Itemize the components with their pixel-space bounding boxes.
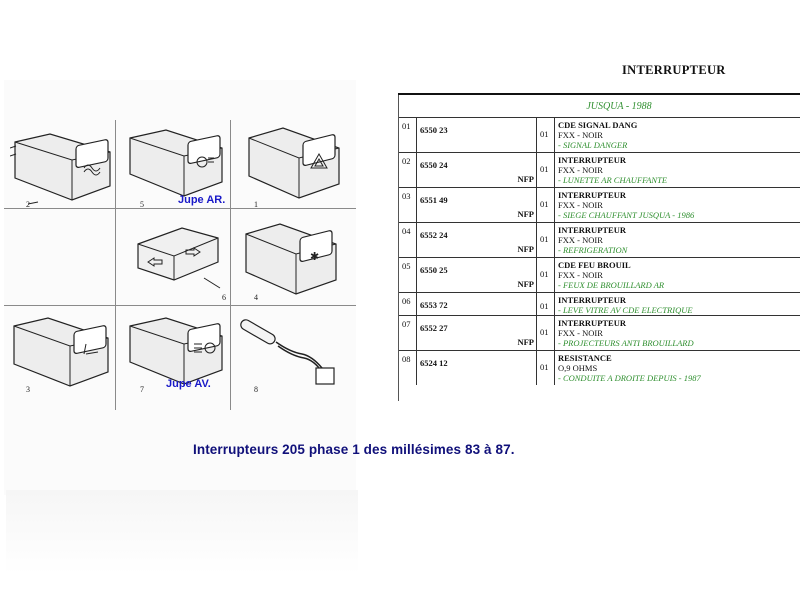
part-description: INTERRUPTEUR FXX - NOIR - SIEGE CHAUFFAN… [558, 190, 694, 220]
part-description: INTERRUPTEUR FXX - NOIR - PROJECTEURS AN… [558, 318, 694, 348]
figure-number: 6 [222, 293, 226, 302]
jupe-av-label: Jupe AV. [166, 378, 211, 390]
table-row: 05 6550 25 NFP 01 CDE FEU BROUIL FXX - N… [398, 258, 800, 293]
part-application: - FEUX DE BROUILLARD AR [558, 280, 665, 290]
part-reference: 6552 27 [420, 323, 448, 333]
svg-text:✱: ✱ [310, 250, 319, 263]
part-title: CDE SIGNAL DANG [558, 120, 638, 130]
part-description: CDE FEU BROUIL FXX - NOIR - FEUX DE BROU… [558, 260, 664, 290]
switch-drawing-rear-defrost [10, 133, 111, 205]
nfp-flag: NFP [517, 279, 534, 289]
part-description: INTERRUPTEUR - LEVE VITRE AV CDE ELECTRI… [558, 295, 693, 315]
figure-number: 1 [254, 200, 258, 209]
table-row: 03 6551 49 NFP 01 INTERRUPTEUR FXX - NOI… [398, 188, 800, 223]
part-detail: FXX - NOIR [558, 235, 603, 245]
part-description: CDE SIGNAL DANG FXX - NOIR - SIGNAL DANG… [558, 120, 637, 150]
row-number: 01 [402, 121, 411, 131]
quantity: 01 [540, 164, 549, 174]
part-application: - CONDUITE A DROITE DEPUIS - 1987 [558, 373, 701, 383]
figure-number: 7 [140, 385, 144, 394]
part-reference: 6553 72 [420, 300, 448, 310]
part-application: - REFRIGERATION [558, 245, 628, 255]
figure-number: 3 [26, 385, 30, 394]
part-reference: 6550 24 [420, 160, 448, 170]
part-title: INTERRUPTEUR [558, 318, 627, 328]
table-row: 04 6552 24 NFP 01 INTERRUPTEUR FXX - NOI… [398, 223, 800, 258]
part-title: INTERRUPTEUR [558, 190, 627, 200]
part-title: RESISTANCE [558, 353, 612, 363]
table-row: 08 6524 12 01 RESISTANCE O,9 OHMS - COND… [398, 351, 800, 385]
part-detail: FXX - NOIR [558, 130, 603, 140]
figure-number: 2 [26, 200, 30, 209]
illustration-grid [4, 80, 356, 410]
part-application: - LEVE VITRE AV CDE ELECTRIQUE [558, 305, 693, 315]
switch-drawing-window-lift [137, 227, 221, 289]
switch-drawing-heated-seat [13, 317, 109, 387]
part-application: - SIEGE CHAUFFANT JUSQUA - 1986 [558, 210, 695, 220]
period-header: JUSQUA - 1988 [398, 95, 800, 118]
part-title: INTERRUPTEUR [558, 155, 627, 165]
part-detail: FXX - NOIR [558, 200, 603, 210]
part-application: - SIGNAL DANGER [558, 140, 628, 150]
resistance-drawing [240, 319, 335, 385]
row-number: 06 [402, 296, 411, 306]
quantity: 01 [540, 362, 549, 372]
nfp-flag: NFP [517, 337, 534, 347]
table-row: 06 6553 72 01 INTERRUPTEUR - LEVE VITRE … [398, 293, 800, 316]
row-number: 02 [402, 156, 411, 166]
part-reference: 6550 25 [420, 265, 448, 275]
jupe-ar-label: Jupe AR. [178, 194, 226, 206]
quantity: 01 [540, 234, 549, 244]
switch-drawing-front-fog [129, 317, 223, 385]
row-number: 03 [402, 191, 411, 201]
row-number: 08 [402, 354, 411, 364]
part-application: - LUNETTE AR CHAUFFANTE [558, 175, 668, 185]
quantity: 01 [540, 327, 549, 337]
switch-drawing-hazard [248, 127, 340, 199]
quantity: 01 [540, 199, 549, 209]
figure-number: 5 [140, 200, 144, 209]
figure-number: 4 [254, 293, 258, 302]
quantity: 01 [540, 129, 549, 139]
image-caption: Interrupteurs 205 phase 1 des millésimes… [193, 442, 515, 457]
quantity: 01 [540, 269, 549, 279]
row-number: 05 [402, 261, 411, 271]
part-title: INTERRUPTEUR [558, 295, 627, 305]
table-row: 01 6550 23 01 CDE SIGNAL DANG FXX - NOIR… [398, 118, 800, 153]
switch-drawing-rear-fog [129, 129, 223, 197]
part-description: INTERRUPTEUR FXX - NOIR - REFRIGERATION [558, 225, 627, 255]
part-title: INTERRUPTEUR [558, 225, 627, 235]
parts-table: JUSQUA - 1988 01 6550 23 01 CDE SIGNAL D… [398, 93, 800, 401]
switch-drawing-refrigeration: ✱ [245, 223, 337, 295]
row-number: 07 [402, 319, 411, 329]
part-detail: FXX - NOIR [558, 165, 603, 175]
part-detail: FXX - NOIR [558, 270, 603, 280]
part-detail: O,9 OHMS [558, 363, 598, 373]
part-title: CDE FEU BROUIL [558, 260, 631, 270]
quantity: 01 [540, 301, 549, 311]
table-row: 07 6552 27 NFP 01 INTERRUPTEUR FXX - NOI… [398, 316, 800, 351]
part-detail: FXX - NOIR [558, 328, 603, 338]
part-description: INTERRUPTEUR FXX - NOIR - LUNETTE AR CHA… [558, 155, 667, 185]
table-row: 02 6550 24 NFP 01 INTERRUPTEUR FXX - NOI… [398, 153, 800, 188]
nfp-flag: NFP [517, 174, 534, 184]
part-reference: 6552 24 [420, 230, 448, 240]
nfp-flag: NFP [517, 244, 534, 254]
part-application: - PROJECTEURS ANTI BROUILLARD [558, 338, 694, 348]
part-reference: 6550 23 [420, 125, 448, 135]
part-description: RESISTANCE O,9 OHMS - CONDUITE A DROITE … [558, 353, 701, 383]
part-reference: 6524 12 [420, 358, 448, 368]
row-number: 04 [402, 226, 411, 236]
nfp-flag: NFP [517, 209, 534, 219]
part-reference: 6551 49 [420, 195, 448, 205]
figure-number: 8 [254, 385, 258, 394]
switch-illustration-panel: 2 5 Jupe AR. 1 6 ✱ 4 [4, 80, 358, 574]
page-title: INTERRUPTEUR [622, 63, 726, 77]
